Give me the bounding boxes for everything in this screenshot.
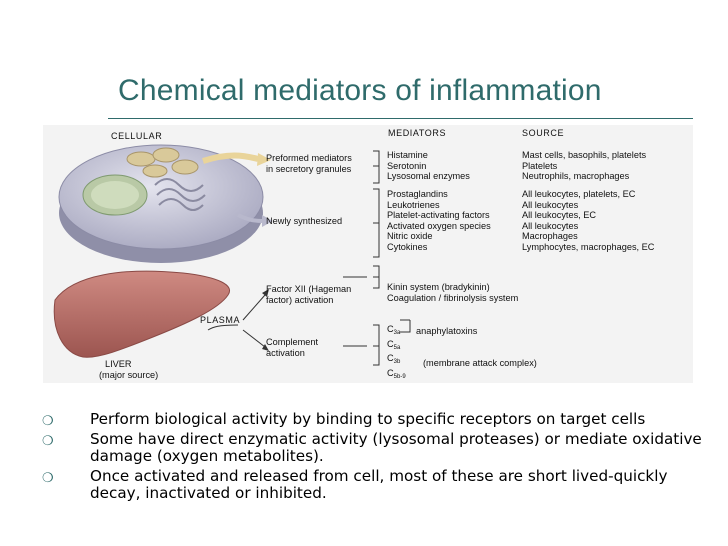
bullet-list: ❍ Perform biological activity by binding … [42,411,702,505]
slide-title: Chemical mediators of inflammation [118,74,602,107]
mediator-item: Nitric oxide [387,231,433,242]
preformed-sources: Mast cells, basophils, platelets Platele… [522,150,646,182]
bullet-item: ❍ Perform biological activity by binding … [42,410,702,430]
bullet-text: Once activated and released from cell, m… [90,467,668,502]
component-sub: 3b [393,359,401,366]
source-item: Mast cells, basophils, platelets [522,150,647,160]
source-item: All leukocytes [522,220,579,231]
preformed-label: Preformed mediators in secretory granule… [266,153,352,174]
bullet-text: Perform biological activity by binding t… [90,410,646,428]
bullet-item: ❍ Once activated and released from cell, … [42,468,702,502]
preformed-label-line1: Preformed mediators [266,153,352,163]
source-header: SOURCE [522,128,565,138]
mediator-item: Leukotrienes [387,199,440,210]
factor12-label: Factor XII (Hageman factor) activation [266,284,351,305]
factor12-mediators: Kinin system (bradykinin) Coagulation / … [387,282,518,303]
mediator-item: Serotonin [387,160,427,171]
component-sub: 5b-9 [393,373,406,380]
mediator-item: Cytokines [387,241,428,252]
mediator-item: Lysosomal enzymes [387,171,470,182]
component-sub: 3a [393,330,401,336]
secretory-granules [126,147,199,178]
complement-item: C3b [387,353,406,368]
liver-label-line1: LIVER [105,359,132,369]
bullet-text: Some have direct enzymatic activity (lys… [90,430,702,465]
mediator-item: Activated oxygen species [387,220,491,231]
bullet-item: ❍ Some have direct enzymatic activity (ly… [42,431,702,465]
complement-components: C3a C5a C3b C5b-9 [387,324,406,382]
component-base: C [387,324,394,334]
source-item: Neutrophils, macrophages [522,171,630,182]
plasma-label: PLASMA [200,315,241,325]
component-sub: 5a [393,344,401,351]
source-item: Lymphocytes, macrophages, EC [522,241,655,252]
mediator-item: Platelet-activating factors [387,210,490,221]
synthesized-sources: All leukocytes, platelets, EC All leukoc… [522,189,654,253]
mediators-header: MEDIATORS [388,128,447,138]
mediator-item: Prostaglandins [387,189,448,199]
cell-illustration [58,144,264,263]
mediators-figure: CELLULAR MEDIATORS SOURCE Preformed medi… [43,125,693,383]
factor12-label-line1: Factor XII (Hageman [266,284,352,294]
figure-illustration [53,144,411,366]
complement-item: C5b-9 [387,368,406,383]
component-base: C [387,338,394,349]
complement-label: Complement activation [266,337,318,358]
complement-label-line1: Complement [266,337,319,347]
source-item: Macrophages [522,231,578,242]
liver-illustration [53,270,230,358]
bullet-marker-icon: ❍ [42,434,54,449]
mac-label: (membrane attack complex) [423,358,537,368]
factor12-label-line2: factor) activation [266,294,334,305]
preformed-label-line2: in secretory granules [266,163,352,174]
title-rule [108,118,693,119]
cellular-label: CELLULAR [111,131,163,141]
component-base: C [387,353,394,364]
bullet-marker-icon: ❍ [42,471,54,486]
anaphylatoxins-label: anaphylatoxins [416,326,478,336]
complement-label-line2: activation [266,347,305,358]
source-item: All leukocytes [522,199,579,210]
source-item: All leukocytes, EC [522,210,597,221]
liver-label-line2: (major source) [99,369,159,380]
complement-item: C3a [387,324,406,339]
preformed-mediators: Histamine Serotonin Lysosomal enzymes [387,150,470,182]
source-item: All leukocytes, platelets, EC [522,189,636,199]
synthesized-mediators: Prostaglandins Leukotrienes Platelet-act… [387,189,491,253]
mediator-item: Histamine [387,150,428,160]
synthesized-label: Newly synthesized [266,216,343,226]
mediator-item: Coagulation / fibrinolysis system [387,292,519,303]
source-item: Platelets [522,160,558,171]
complement-item: C5a [387,339,406,354]
component-base: C [387,367,394,378]
bullet-marker-icon: ❍ [42,414,54,429]
liver-label: LIVER (major source) [99,359,158,380]
mediator-item: Kinin system (bradykinin) [387,282,490,292]
